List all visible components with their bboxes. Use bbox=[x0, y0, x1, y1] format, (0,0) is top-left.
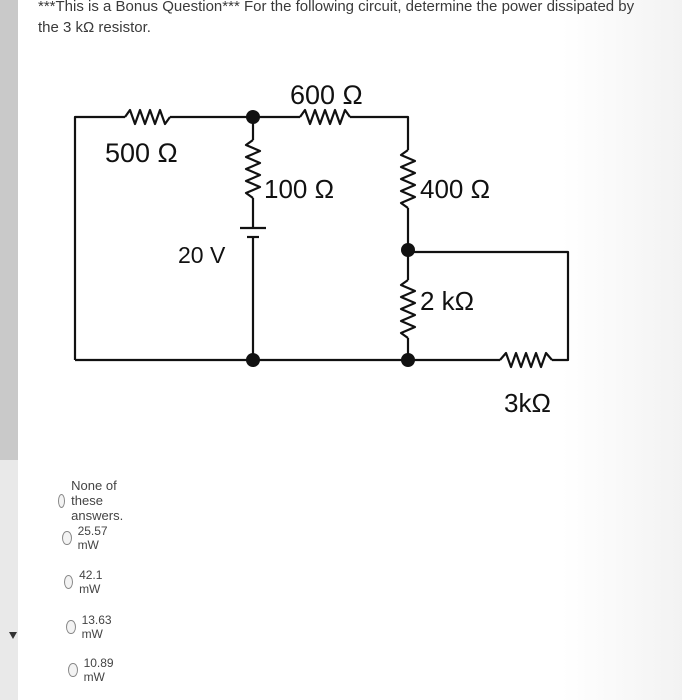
left-sidebar-strip bbox=[0, 0, 18, 460]
option-10-89[interactable]: 10.89 mW bbox=[68, 656, 118, 684]
node-top bbox=[246, 110, 260, 124]
option-label: 10.89 mW bbox=[83, 656, 114, 684]
radio-icon[interactable] bbox=[68, 663, 78, 677]
option-label: 42.1 mW bbox=[79, 568, 103, 596]
option-42-1[interactable]: 42.1 mW bbox=[64, 568, 107, 596]
question-body: For the following circuit, determine the… bbox=[38, 0, 635, 36]
bonus-label: ***This is a Bonus Question*** bbox=[38, 0, 240, 15]
radio-icon[interactable] bbox=[66, 620, 76, 634]
resistor-400 bbox=[399, 149, 417, 209]
collapse-arrow-icon[interactable] bbox=[9, 632, 17, 639]
node-bottom-left bbox=[246, 353, 260, 367]
resistor-3k bbox=[499, 351, 553, 369]
option-label: 13.63 mW bbox=[81, 613, 112, 641]
radio-icon[interactable] bbox=[64, 575, 74, 589]
label-2k: 2 kΩ bbox=[420, 286, 474, 316]
radio-icon[interactable] bbox=[58, 493, 66, 508]
wire-top-right bbox=[350, 115, 410, 150]
label-600: 600 Ω bbox=[290, 80, 363, 110]
resistor-100 bbox=[244, 139, 262, 199]
resistor-2k bbox=[399, 279, 417, 339]
question-text: ***This is a Bonus Question*** For the f… bbox=[38, 0, 638, 38]
option-label: 25.57 mW bbox=[77, 524, 108, 552]
wire-left bbox=[73, 115, 125, 360]
option-none[interactable]: None of these answers. bbox=[58, 478, 130, 523]
resistor-500 bbox=[124, 108, 171, 126]
left-sidebar-lower bbox=[0, 460, 18, 700]
label-3k: 3kΩ bbox=[504, 388, 551, 418]
label-500: 500 Ω bbox=[105, 138, 178, 168]
option-25-57[interactable]: 25.57 mW bbox=[62, 524, 112, 552]
page-shade bbox=[562, 0, 682, 700]
option-13-63[interactable]: 13.63 mW bbox=[66, 613, 116, 641]
wire-3k-loop bbox=[408, 250, 570, 362]
radio-icon[interactable] bbox=[62, 531, 72, 545]
node-right-mid bbox=[401, 243, 415, 257]
node-bottom-right bbox=[401, 353, 415, 367]
label-source: 20 V bbox=[178, 242, 226, 268]
label-400: 400 Ω bbox=[420, 174, 490, 204]
option-label: None of these answers. bbox=[71, 478, 124, 523]
label-100: 100 Ω bbox=[264, 174, 334, 204]
circuit-diagram: 500 Ω 600 Ω 100 Ω 400 Ω 2 kΩ 3kΩ 20 V bbox=[73, 80, 570, 418]
resistor-600 bbox=[299, 108, 351, 126]
